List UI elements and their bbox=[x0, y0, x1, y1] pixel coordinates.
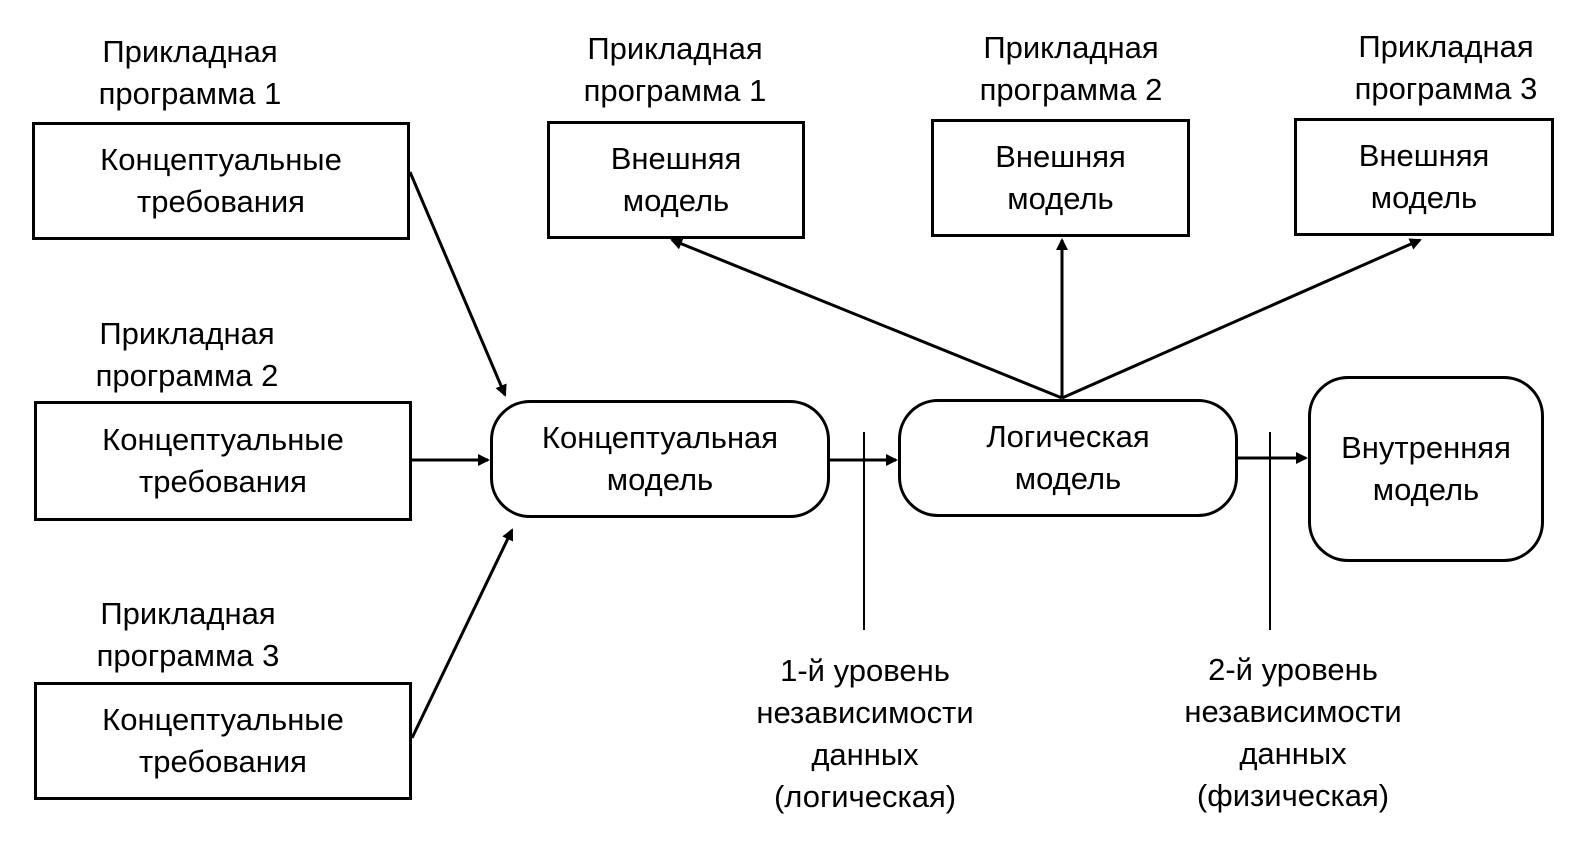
arrow-logical-to-external3 bbox=[1061, 238, 1422, 400]
external-model-box-3: Внешняя модель bbox=[1294, 118, 1554, 236]
logical-model-box: Логическая модель bbox=[898, 399, 1238, 517]
conceptual-requirements-box-3: Концептуальные требования bbox=[34, 682, 412, 800]
top-caption-2: Прикладная программа 2 bbox=[979, 30, 1163, 107]
level2-label: 2-й уровень независимости данных (физиче… bbox=[1184, 652, 1402, 813]
conceptual-requirements-box-2: Концептуальные требования bbox=[34, 401, 412, 521]
arrow-req3-to-conceptual bbox=[410, 528, 514, 739]
top-caption-1: Прикладная программа 1 bbox=[583, 31, 767, 108]
arrow-logical-to-external1 bbox=[670, 238, 1063, 400]
arrow-req1-to-conceptual bbox=[408, 171, 507, 397]
left-caption-2: Прикладная программа 2 bbox=[95, 316, 279, 393]
conceptual-requirements-box-1: Концептуальные требования bbox=[32, 122, 410, 240]
left-caption-3: Прикладная программа 3 bbox=[96, 596, 280, 673]
external-model-box-1: Внешняя модель bbox=[547, 121, 805, 239]
external-model-box-2: Внешняя модель bbox=[931, 119, 1190, 237]
top-caption-3: Прикладная программа 3 bbox=[1354, 29, 1538, 106]
conceptual-model-box: Концептуальная модель bbox=[490, 400, 830, 518]
internal-model-box: Внутренняя модель bbox=[1308, 376, 1544, 562]
left-caption-1: Прикладная программа 1 bbox=[98, 34, 282, 111]
level1-label: 1-й уровень независимости данных (логиче… bbox=[756, 653, 974, 814]
